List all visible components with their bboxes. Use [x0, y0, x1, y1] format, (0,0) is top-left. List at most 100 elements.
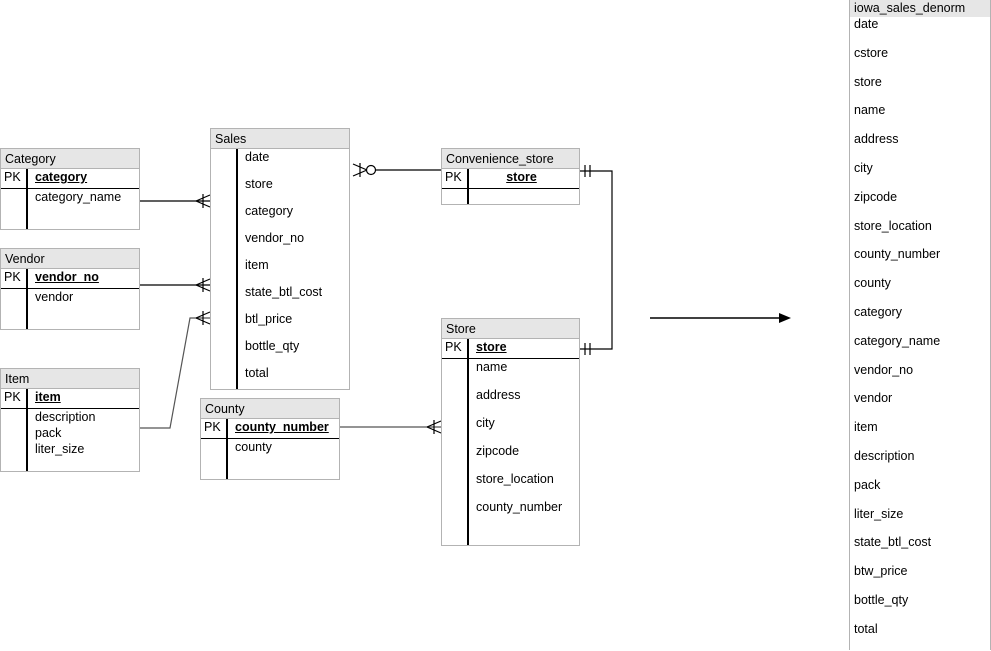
entity-row[interactable]: category_name [1, 189, 139, 211]
entity-row[interactable]: state_btl_cost [211, 284, 349, 311]
denormalized-column-item[interactable]: address [854, 132, 899, 147]
row-attribute-name: zipcode [476, 444, 520, 458]
connector-vendor-sales [140, 278, 211, 292]
entity-row[interactable]: zipcode [442, 443, 579, 471]
entity-title-convenience_store: Convenience_store [442, 149, 579, 169]
denormalized-column-item[interactable]: pack [854, 477, 881, 492]
entity-row[interactable] [201, 461, 339, 479]
row-key-marker: PK [442, 339, 468, 359]
denormalized-column-item[interactable]: category [854, 304, 902, 319]
denormalized-column-item[interactable]: liter_size [854, 506, 904, 521]
entity-row[interactable]: total [211, 365, 349, 389]
entity-row[interactable]: county [201, 439, 339, 461]
row-key-marker [442, 189, 468, 204]
entity-row[interactable]: liter_size [1, 441, 139, 457]
denormalized-column-item[interactable]: date [854, 17, 879, 31]
denormalized-column-list: date cstore store name address city zipcode sto… [850, 17, 990, 651]
entity-row[interactable]: store [211, 176, 349, 203]
denormalized-column-item[interactable]: total [854, 621, 878, 636]
entity-row[interactable]: vendor [1, 289, 139, 311]
denormalized-column-item[interactable]: county [854, 276, 891, 291]
entity-row[interactable] [442, 189, 579, 204]
denormalized-column-item[interactable]: store_location [854, 218, 932, 233]
entity-row[interactable]: city [442, 415, 579, 443]
entity-row[interactable]: bottle_qty [211, 338, 349, 365]
row-attribute-name: store [245, 177, 273, 191]
entity-row[interactable]: date [211, 149, 349, 176]
row-key-marker [1, 441, 27, 457]
row-key-marker [442, 415, 468, 443]
denormalized-column-item[interactable]: btw_price [854, 564, 908, 579]
row-key-marker [442, 471, 468, 499]
row-key-marker [211, 257, 237, 284]
row-attribute-name: category_name [35, 190, 122, 204]
row-attribute-name: bottle_qty [245, 339, 300, 353]
denormalized-column-item[interactable]: vendor [854, 391, 893, 406]
entity-row[interactable]: store_location [442, 471, 579, 499]
entity-title-county: County [201, 399, 339, 419]
row-attribute-name: date [245, 150, 270, 164]
denormalized-column-item[interactable]: description [854, 448, 915, 463]
denormalized-column-item[interactable]: city [854, 160, 873, 175]
entity-row[interactable]: pack [1, 425, 139, 441]
row-key-marker [442, 359, 468, 387]
entity-row[interactable] [442, 525, 579, 545]
row-attribute-name: state_btl_cost [245, 285, 323, 299]
denormalized-column-item[interactable]: item [854, 420, 878, 435]
entity-row[interactable] [1, 311, 139, 329]
row-key-marker [211, 284, 237, 311]
row-key-marker [201, 439, 227, 461]
entity-column-divider [468, 169, 469, 204]
row-key-marker [211, 203, 237, 230]
entity-row[interactable] [1, 457, 139, 471]
row-key-marker [211, 365, 237, 389]
entity-row[interactable]: vendor_no [211, 230, 349, 257]
entity-row[interactable]: address [442, 387, 579, 415]
row-attribute-name: name [476, 360, 508, 374]
entity-pk-separator [1, 288, 139, 289]
row-attribute-name: item [245, 258, 269, 272]
entity-row[interactable]: county_number [442, 499, 579, 525]
transform-arrow [650, 313, 791, 323]
denormalized-column-item[interactable]: vendor_no [854, 362, 914, 377]
denormalized-column-item[interactable]: cstore [854, 45, 889, 60]
entity-row[interactable] [1, 211, 139, 229]
denormalized-column-item[interactable]: store [854, 74, 882, 89]
entity-row[interactable]: btl_price [211, 311, 349, 338]
connector-county-store [340, 420, 442, 434]
denormalized-column-item[interactable]: zipcode [854, 189, 898, 204]
row-key-marker: PK [1, 269, 27, 289]
entity-row[interactable]: item [211, 257, 349, 284]
denormalized-column-item[interactable]: state_btl_cost [854, 535, 932, 550]
entity-title-store: Store [442, 319, 579, 339]
denormalized-column-item[interactable]: category_name [854, 333, 941, 348]
row-attribute-name: county_number [476, 500, 563, 514]
row-attribute-name: btl_price [245, 312, 293, 326]
row-key-marker [442, 443, 468, 471]
row-attribute-name: store_location [476, 472, 554, 486]
entity-row[interactable]: description [1, 409, 139, 425]
denormalized-column-item[interactable]: bottle_qty [854, 592, 909, 607]
entity-row[interactable]: category [211, 203, 349, 230]
entity-title-sales: Sales [211, 129, 349, 149]
entity-row[interactable]: name [442, 359, 579, 387]
denormalized-column-item[interactable]: name [854, 103, 886, 118]
denormalized-column-item[interactable]: county_number [854, 247, 941, 262]
